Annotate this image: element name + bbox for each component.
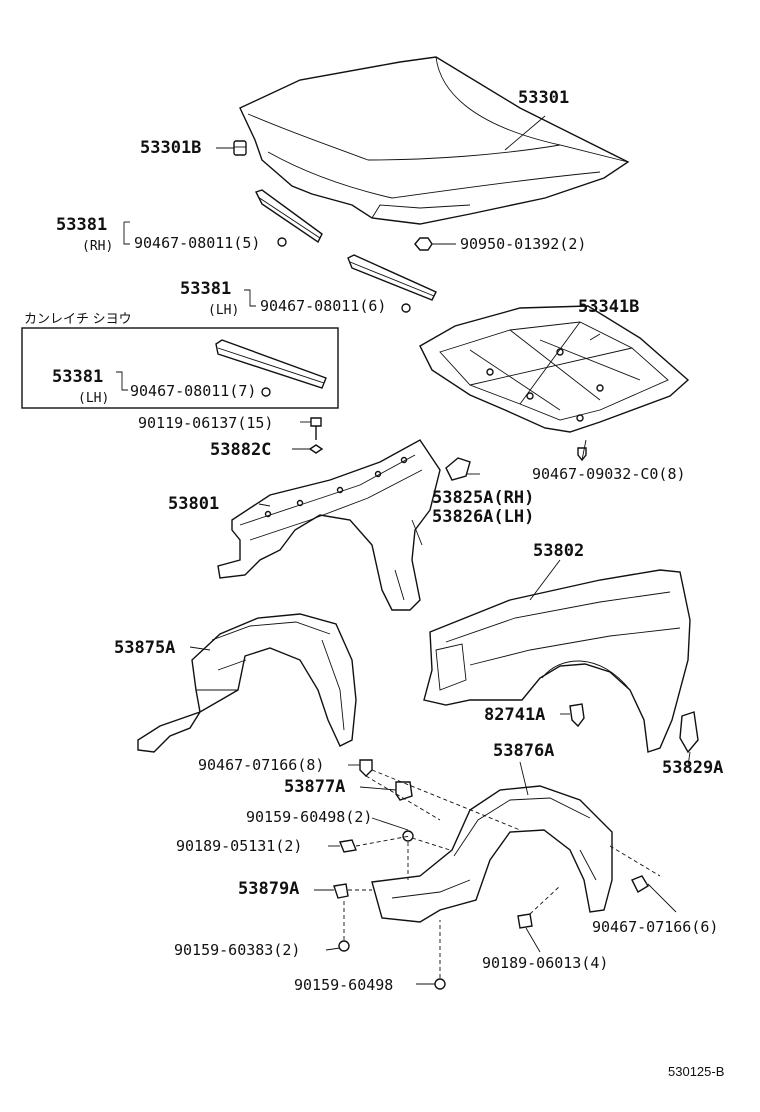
label-cold-area-heading: カンレイチ シヨウ (24, 311, 132, 326)
label-insulator-clip: 90467-09032-C0(8) (532, 465, 686, 483)
label-seal-lh-clip: 90467-08011(6) (260, 297, 386, 315)
label-screw-b: 90189-05131(2) (176, 837, 302, 855)
label-liner-clip-6: 90467-07166(6) (592, 918, 718, 936)
label-seal-rh: 53381 (56, 215, 107, 235)
label-hood-bumper: 53301B (140, 138, 201, 158)
label-screw-c: 90159-60383(2) (174, 941, 300, 959)
label-mud-guard: 53829A (662, 758, 723, 778)
label-washer: 53882C (210, 440, 271, 460)
washer (308, 444, 324, 454)
dashed-assembly-lines (343, 769, 661, 978)
fender-clip (569, 703, 585, 728)
hood-insulator (419, 305, 690, 433)
label-cold-seal: 53381 (52, 367, 103, 387)
hood-panel (239, 56, 630, 225)
label-seal-rh-clip: 90467-08011(5) (134, 234, 260, 252)
label-fender-clip: 82741A (484, 705, 545, 725)
label-bolt: 90119-06137(15) (138, 414, 273, 432)
screw-d (434, 978, 446, 990)
label-fender: 53802 (533, 541, 584, 561)
fender-liner-left (137, 613, 357, 753)
label-liner-left: 53875A (114, 638, 175, 658)
screw-e (517, 913, 533, 929)
diagram-code: 530125-B (668, 1064, 724, 1079)
hood-bumper (233, 140, 247, 156)
grommet-nut (414, 237, 433, 251)
screw-b (339, 839, 357, 853)
seal-flap (333, 883, 349, 899)
label-retainer: 53877A (284, 777, 345, 797)
label-apron: 53801 (168, 494, 219, 514)
label-cold-seal-clip: 90467-08011(7) (130, 382, 256, 400)
label-screw-a: 90159-60498(2) (246, 808, 372, 826)
label-liner-clip-8: 90467-07166(8) (198, 756, 324, 774)
label-bracket-rh: 53825A(RH) (432, 488, 534, 508)
leader-lines (116, 115, 691, 985)
liner-clip (359, 759, 373, 777)
label-screw-e: 90189-06013(4) (482, 954, 608, 972)
label-seal-lh-side: (LH) (208, 303, 239, 318)
hood-seal-rh (255, 189, 323, 247)
mud-guard (679, 711, 699, 754)
label-seal-flap: 53879A (238, 879, 299, 899)
label-hood: 53301 (518, 88, 569, 108)
bolt (310, 417, 322, 440)
apron-bracket (445, 457, 471, 481)
label-seal-lh: 53381 (180, 279, 231, 299)
label-insulator: 53341B (578, 297, 639, 317)
label-seal-rh-side: (RH) (82, 239, 113, 254)
label-screw-d: 90159-60498 (294, 976, 393, 994)
fender-apron (217, 439, 441, 611)
liner-clip-right (631, 875, 649, 893)
label-bracket-lh: 53826A(LH) (432, 507, 534, 527)
label-liner-right: 53876A (493, 741, 554, 761)
part-labels: 53301 53301B 53381 (RH) 90467-08011(5) 9… (24, 88, 724, 1079)
retainer (395, 781, 413, 801)
screw-c (338, 940, 350, 952)
front-fender (423, 569, 691, 753)
fender-liner-right (371, 785, 613, 923)
hood-seal-lh (347, 254, 437, 313)
label-cold-seal-side: (LH) (78, 391, 109, 406)
cold-area-box (21, 327, 339, 409)
label-grommet-nut: 90950-01392(2) (460, 235, 586, 253)
